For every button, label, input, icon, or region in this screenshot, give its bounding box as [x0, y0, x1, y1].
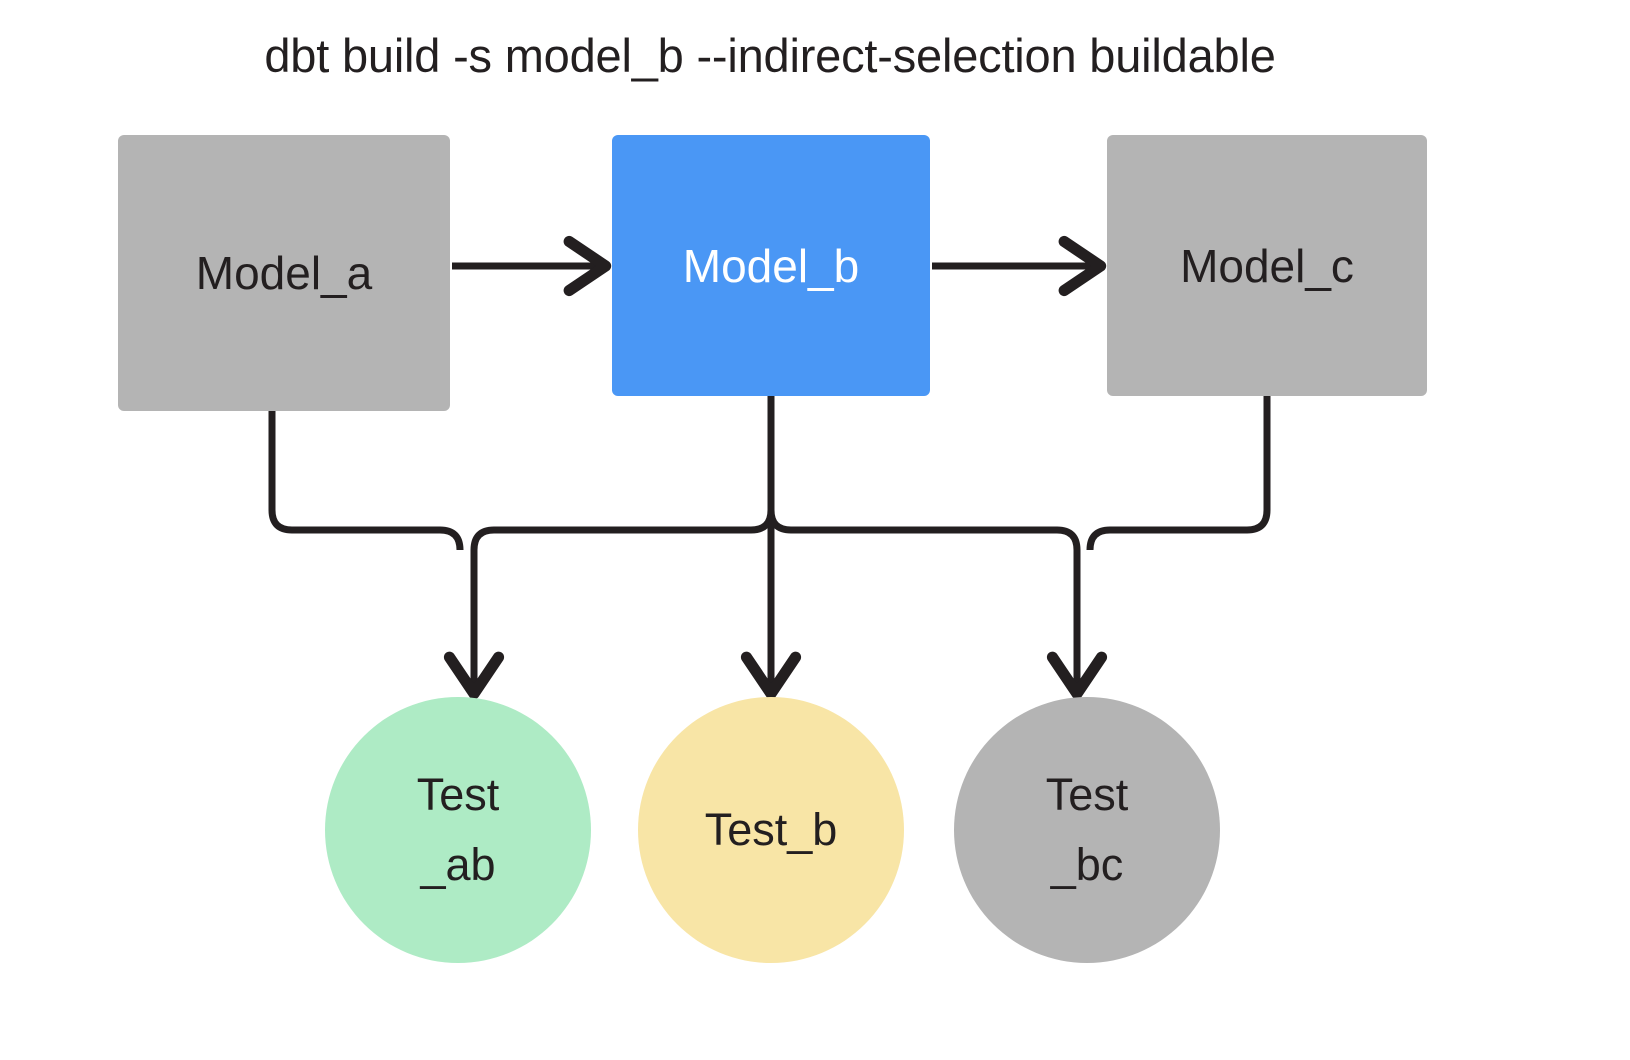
node-model-b-label: Model_b	[682, 239, 860, 292]
node-test-b-label-line-1: Test_b	[704, 804, 838, 856]
node-model-b[interactable]: Model_b	[612, 135, 930, 396]
node-model-c-label: Model_c	[1180, 239, 1354, 292]
node-test-ab-label-line-2: _ab	[420, 839, 496, 890]
node-test-bc[interactable]: Test _bc	[954, 697, 1220, 963]
node-test-bc-label-line-2: _bc	[1050, 839, 1124, 890]
node-model-a[interactable]: Model_a	[118, 135, 450, 411]
node-test-b[interactable]: Test_b	[638, 697, 904, 963]
edge-model-b-to-test-ab	[443, 396, 775, 700]
edge-model-b-to-test-bc	[767, 509, 1108, 700]
node-test-bc-label-line-1: Test	[1045, 769, 1129, 821]
node-test-ab[interactable]: Test _ab	[325, 697, 591, 963]
edge-model-a-to-test-ab	[268, 409, 464, 551]
node-model-a-label: Model_a	[195, 247, 373, 299]
node-model-c[interactable]: Model_c	[1107, 135, 1427, 396]
edge-model-c-to-test-bc	[1086, 396, 1271, 551]
diagram-title: dbt build -s model_b --indirect-selectio…	[264, 29, 1276, 82]
node-test-ab-label-line-1: Test	[416, 769, 500, 821]
